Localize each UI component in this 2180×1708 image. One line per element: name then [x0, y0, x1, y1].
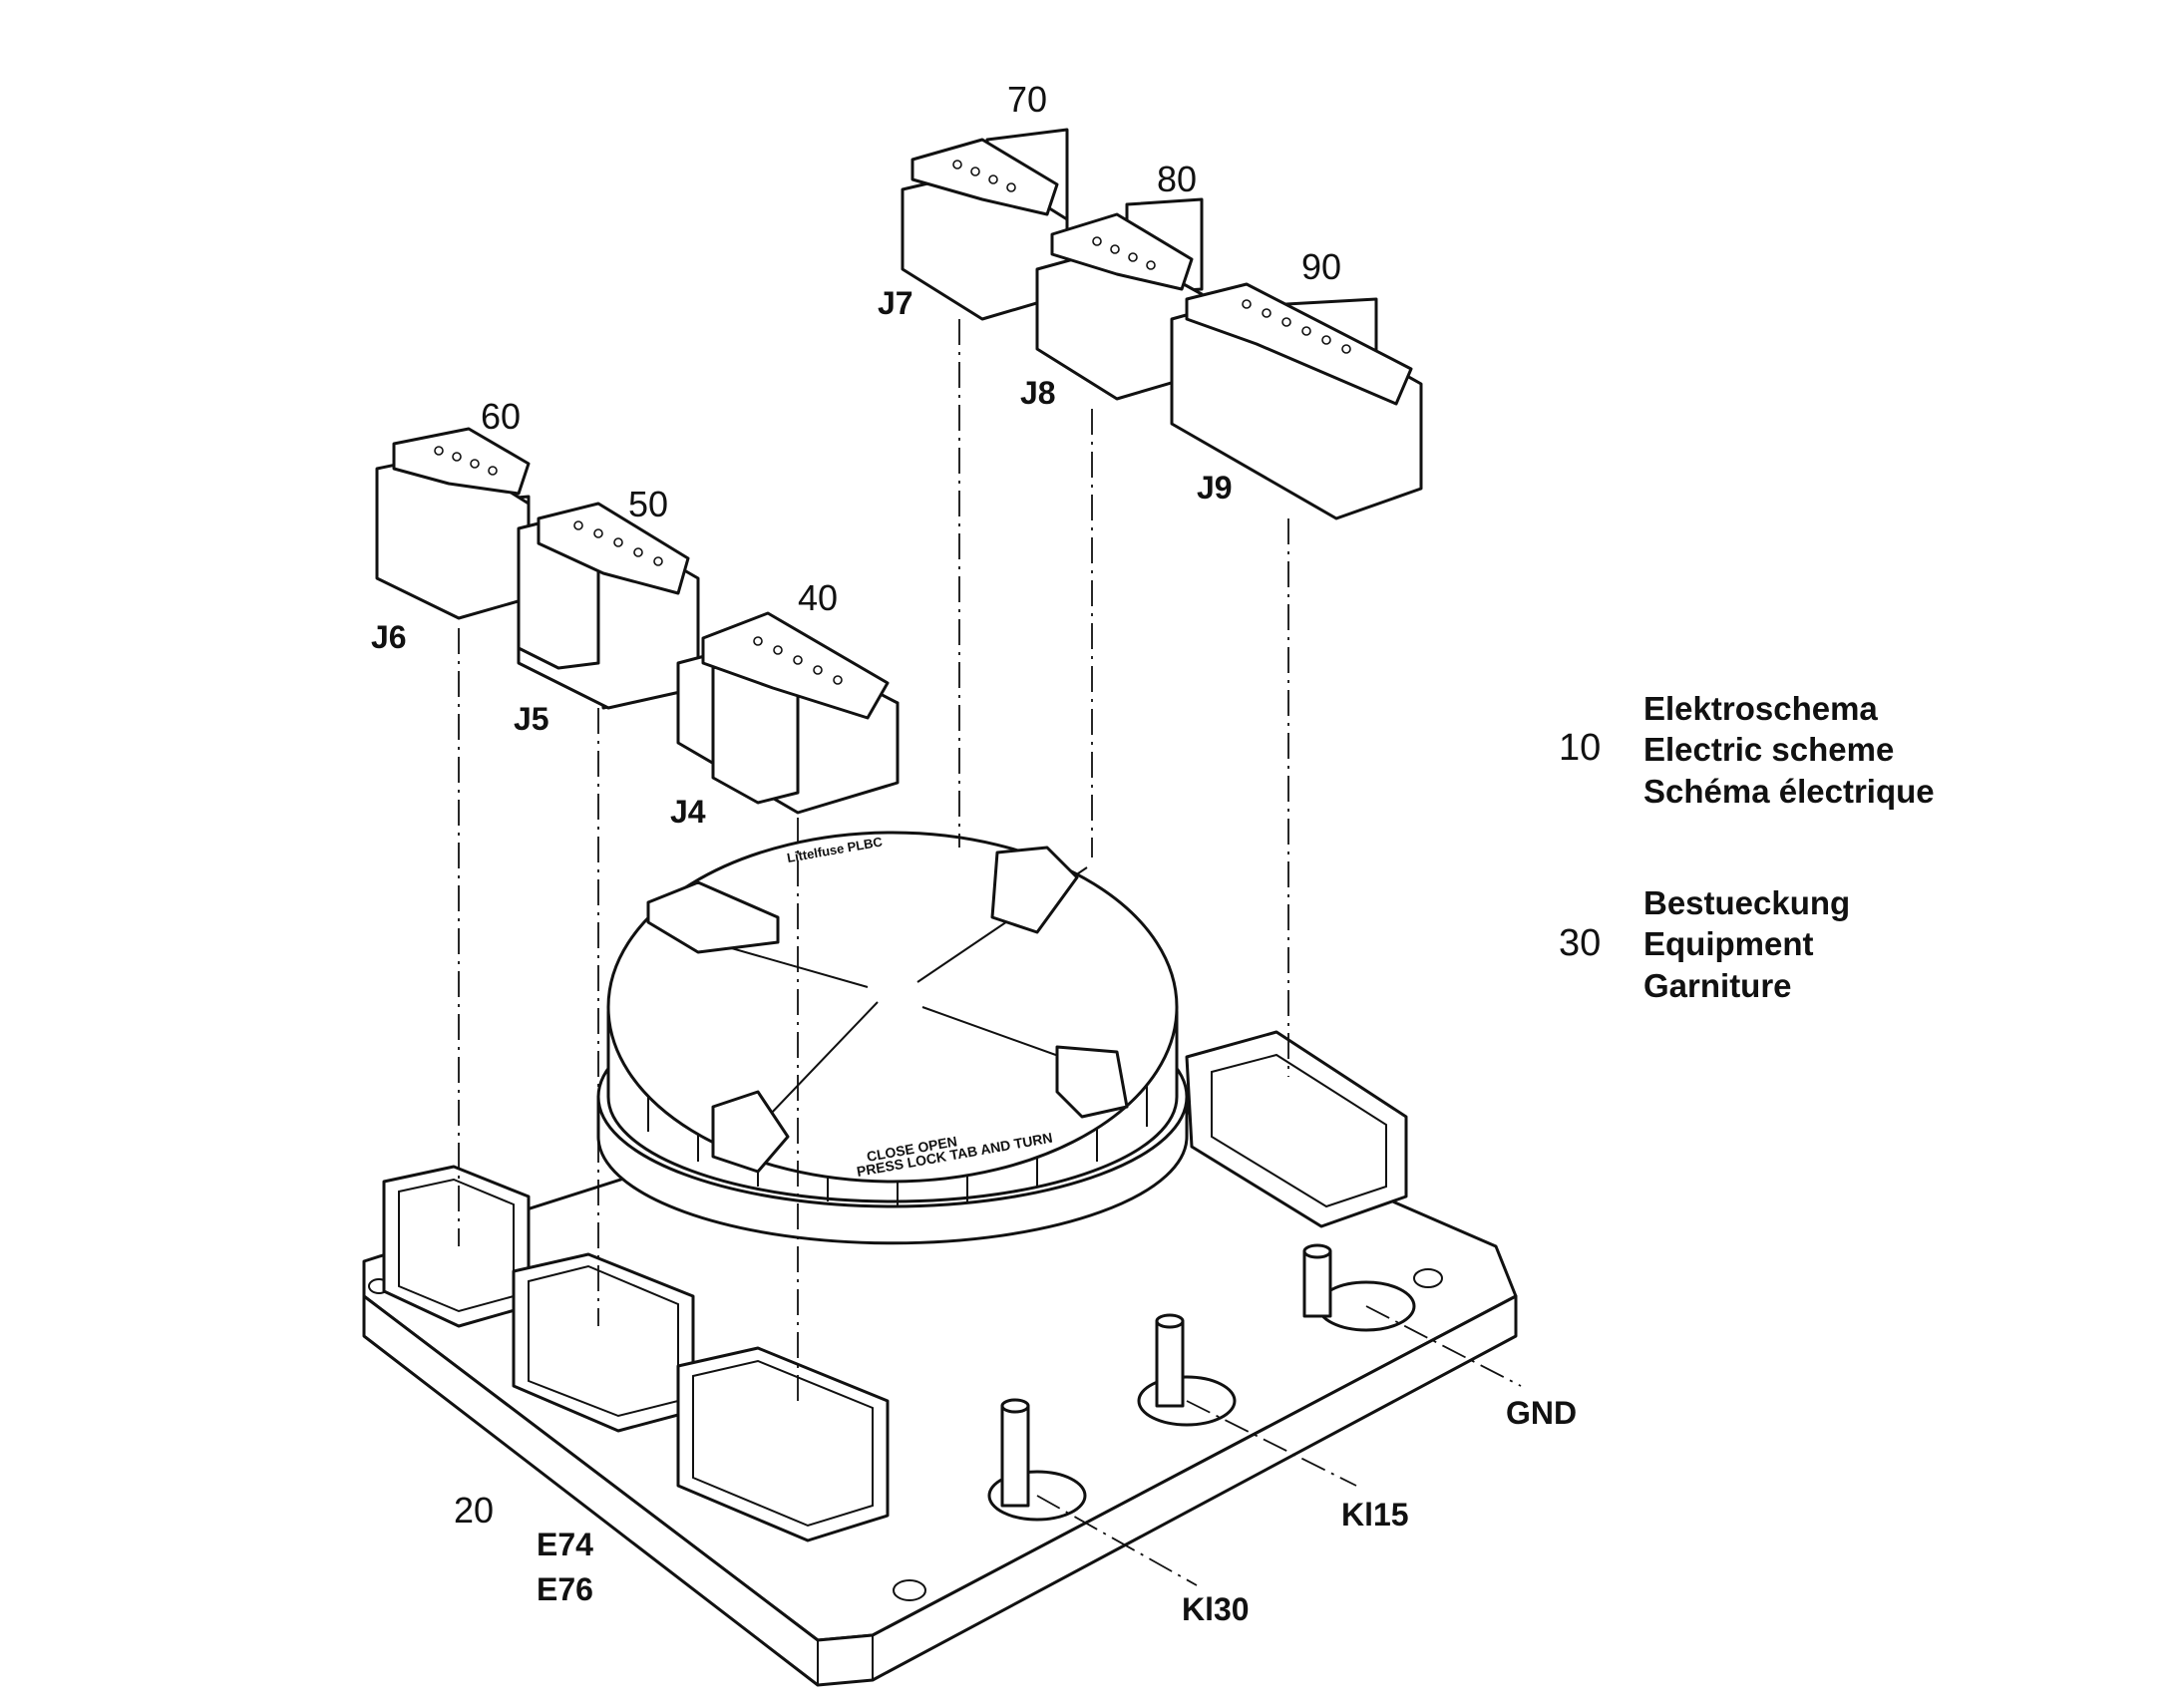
connector-label-j5: J5 — [514, 701, 549, 737]
socket-frame-j9 — [1185, 1030, 1408, 1228]
connector-j5 — [517, 502, 700, 710]
connector-j6 — [375, 427, 531, 620]
legend-number-30: 30 — [1559, 922, 1601, 964]
legend-line-fr: Schéma électrique — [1643, 773, 1935, 810]
legend-line-en: Electric scheme — [1643, 731, 1894, 768]
connector-j9 — [1170, 282, 1423, 520]
central-relay-housing: PRESS LOCK TAB AND TURN CLOSE OPEN Litte… — [596, 831, 1189, 1245]
terminal-gnd-label: GND — [1506, 1395, 1577, 1431]
legend: 10 Elektroschema Electric scheme Schéma … — [1559, 690, 1935, 1004]
part-number-50: 50 — [628, 484, 668, 524]
legend-line-en: Equipment — [1643, 925, 1814, 962]
socket-frame-j4 — [676, 1346, 890, 1542]
terminal-kl30-label: Kl30 — [1182, 1591, 1250, 1627]
connector-label-j9: J9 — [1197, 470, 1233, 506]
connector-j8 — [1035, 197, 1204, 401]
socket-frame-j6 — [382, 1165, 531, 1328]
legend-number-10: 10 — [1559, 727, 1601, 769]
part-number-80: 80 — [1157, 159, 1197, 199]
connector-label-j8: J8 — [1020, 375, 1056, 411]
part-number-20: 20 — [454, 1490, 494, 1531]
part-number-90: 90 — [1301, 246, 1341, 287]
connector-label-j7: J7 — [878, 285, 913, 321]
variant-e74: E74 — [537, 1527, 593, 1562]
connector-j7 — [901, 128, 1069, 321]
legend-line-de: Elektroschema — [1643, 690, 1878, 727]
variant-e76: E76 — [537, 1571, 593, 1607]
assembly-lines — [458, 319, 1522, 1586]
part-number-70: 70 — [1007, 79, 1047, 120]
legend-line-de: Bestueckung — [1643, 884, 1850, 921]
connector-label-j4: J4 — [670, 794, 706, 830]
part-number-40: 40 — [798, 577, 838, 618]
connector-j4 — [676, 611, 900, 815]
connector-label-j6: J6 — [371, 619, 407, 655]
terminal-kl15-label: Kl15 — [1341, 1497, 1409, 1533]
part-number-60: 60 — [481, 396, 521, 437]
legend-line-fr: Garniture — [1643, 967, 1792, 1004]
